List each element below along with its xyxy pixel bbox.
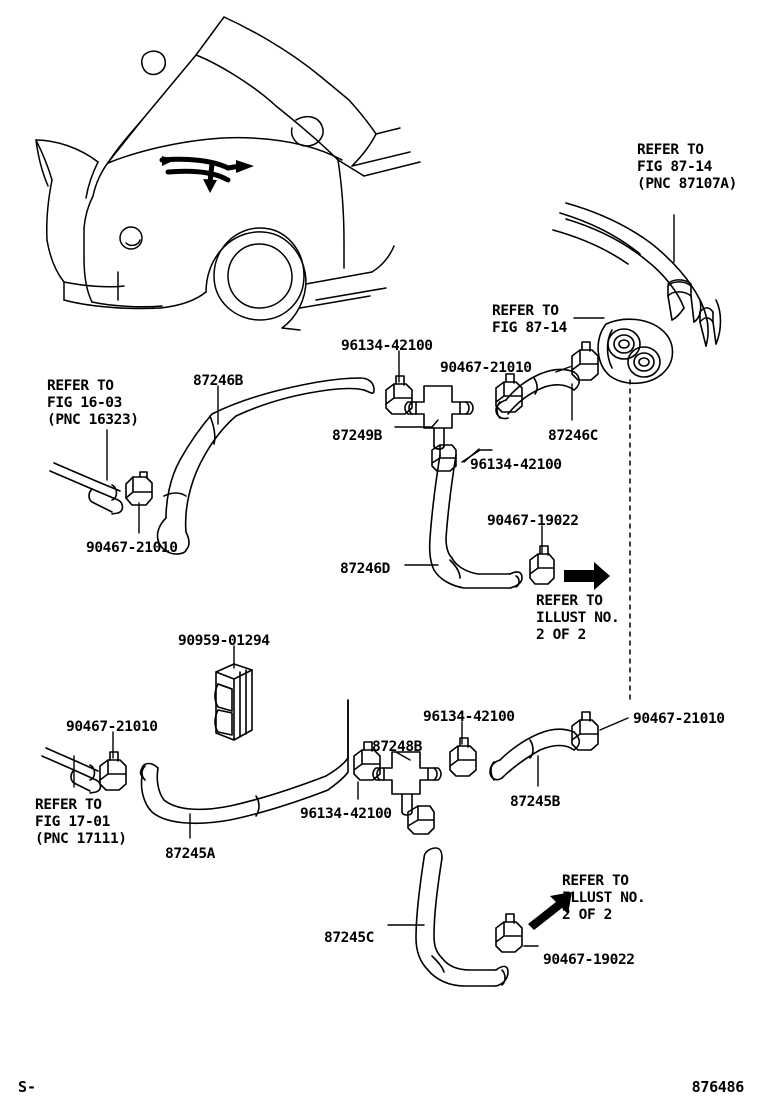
- label-refer-illust-2of2-mid: REFER TO ILLUST NO. 2 OF 2: [536, 593, 620, 643]
- clip-90467-21010-t-shape: [495, 373, 523, 413]
- firewall-grommet: [597, 318, 674, 385]
- label-refer-87-14-pnc: REFER TO FIG 87-14 (PNC 87107A): [637, 142, 737, 192]
- label-clip-90467-19022-mid: 90467-19022: [487, 513, 579, 529]
- clip-96134-top-shape: [385, 375, 413, 415]
- label-hose-87246C: 87246C: [548, 428, 598, 444]
- clip-90467-19022-bottom-shape: [495, 913, 523, 953]
- label-clip-90467-21010-left: 90467-21010: [86, 540, 178, 556]
- vehicle-outline: [35, 16, 421, 331]
- label-hose-87246B: 87246B: [193, 373, 243, 389]
- label-hose-87245A: 87245A: [165, 846, 215, 862]
- label-clip-96134-mid: 96134-42100: [470, 457, 562, 473]
- clip-90467-21010-left-shape: [125, 471, 153, 506]
- label-clip-90467-21010-lower-left: 90467-21010: [66, 719, 158, 735]
- leader-lines: [73, 214, 675, 947]
- footer-sheet-code: S-: [18, 1078, 37, 1096]
- pipe-16-03: [49, 462, 124, 515]
- clip-96134-mid-shape: [431, 444, 457, 472]
- clip-90467-19022-mid-shape: [529, 545, 555, 585]
- label-connector-87248B: 87248B: [372, 739, 422, 755]
- connector-87249B: [404, 385, 474, 450]
- label-clip-90467-21010-right: 90467-21010: [633, 711, 725, 727]
- label-clip-90467-19022-bottom: 90467-19022: [543, 952, 635, 968]
- label-clip-96134-lower-right: 96134-42100: [423, 709, 515, 725]
- heater-pipes-87107A: [552, 202, 722, 347]
- label-refer-16-03: REFER TO FIG 16-03 (PNC 16323): [47, 378, 139, 428]
- clip-96134-below-shape: [407, 805, 435, 835]
- label-hose-87246D: 87246D: [340, 561, 390, 577]
- hose-87245A: [139, 699, 349, 825]
- label-clip-96134-lower-left: 96134-42100: [300, 806, 392, 822]
- label-connector-87249B: 87249B: [332, 428, 382, 444]
- label-hose-87245B: 87245B: [510, 794, 560, 810]
- vehicle-hose-highlight: [159, 156, 243, 185]
- label-refer-87-14: REFER TO FIG 87-14: [492, 303, 567, 336]
- label-refer-illust-2of2-bottom: REFER TO ILLUST NO. 2 OF 2: [562, 873, 646, 923]
- label-hose-87245C: 87245C: [324, 930, 374, 946]
- vehicle-hose-arrowheads: [162, 156, 254, 193]
- clip-90467-21010-lowerleft-shape: [99, 751, 127, 791]
- hose-87246B: [156, 377, 375, 555]
- clip-90467-21010-grommet-shape: [571, 341, 599, 381]
- pipe-17-01: [41, 747, 102, 794]
- arrow-to-illust-2of2-mid: [564, 562, 610, 590]
- label-grommet-90959-01294: 90959-01294: [178, 633, 270, 649]
- label-refer-17-01: REFER TO FIG 17-01 (PNC 17111): [35, 797, 127, 847]
- footer-diagram-number: 876486: [691, 1078, 745, 1096]
- hose-87245B: [489, 728, 581, 781]
- label-clip-90467-21010-top: 90467-21010: [440, 360, 532, 376]
- clip-96134-lowerright-shape: [449, 737, 477, 777]
- hose-87245C: [415, 847, 509, 987]
- label-clip-96134-top: 96134-42100: [341, 338, 433, 354]
- grommet-90959-01294-shape: [214, 663, 253, 741]
- clip-90467-21010-lowerright-shape: [571, 711, 599, 751]
